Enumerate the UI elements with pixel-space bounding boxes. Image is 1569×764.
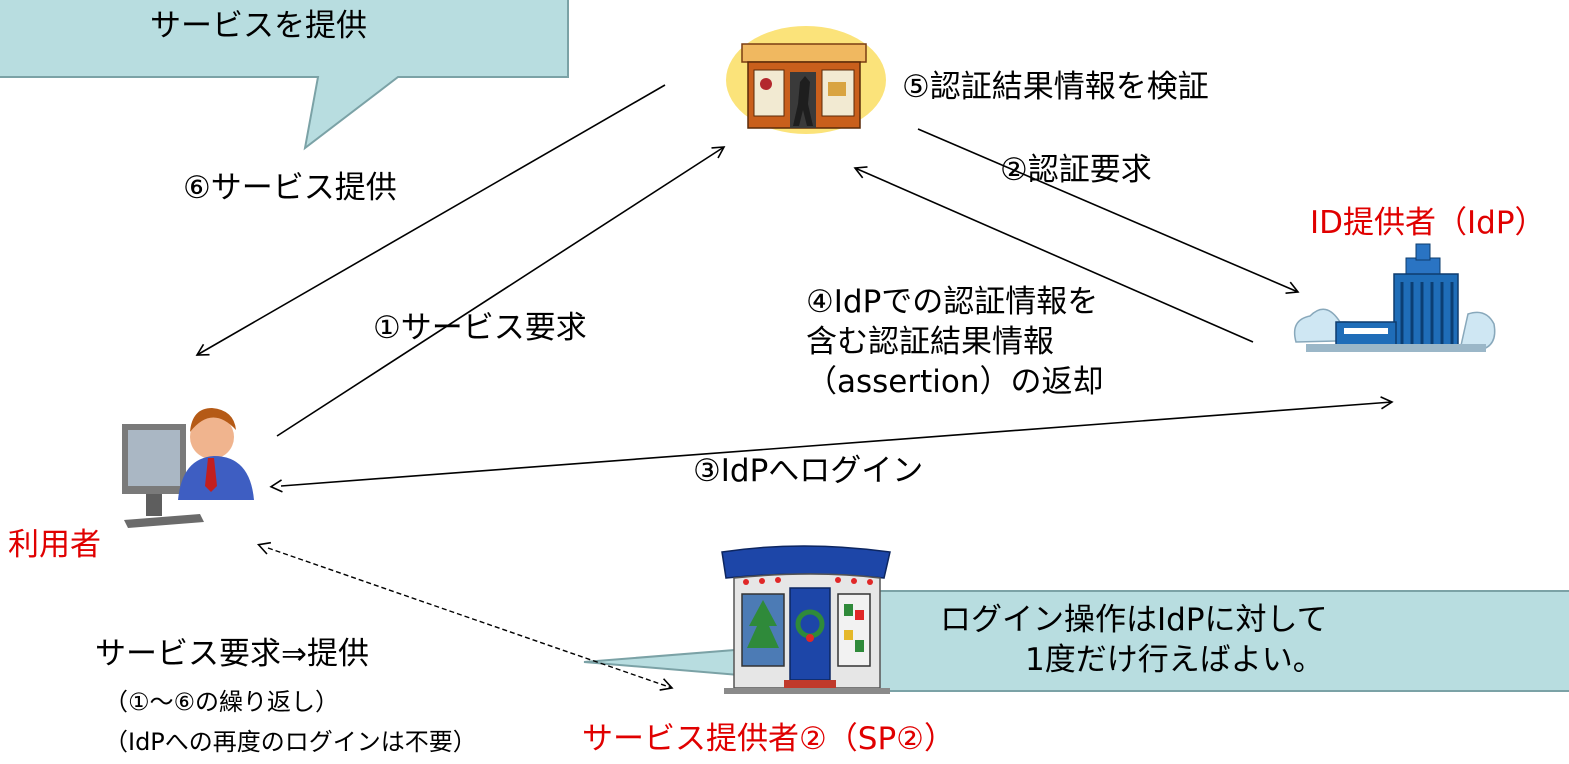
callout-top-left-text: サービスを提供 bbox=[150, 8, 367, 44]
step2-label: ②認証要求 bbox=[1000, 152, 1152, 188]
step6-label: ⑥サービス提供 bbox=[183, 170, 397, 206]
repeat-note-line2: （①～⑥の繰り返し） bbox=[104, 688, 340, 716]
repeat-note-title: サービス要求⇒提供 bbox=[95, 636, 369, 672]
arrow-step3 bbox=[269, 396, 1394, 493]
arrow-step4 bbox=[853, 166, 1254, 343]
repeat-note-line3: （IdPへの再度のログインは不要） bbox=[104, 728, 477, 756]
shop-icon bbox=[721, 545, 891, 694]
user-computer-icon bbox=[122, 408, 254, 528]
building-icon bbox=[1293, 243, 1496, 352]
sp2-label: サービス提供者②（SP②） bbox=[582, 721, 955, 757]
step4-label-line2: 含む認証結果情報 bbox=[806, 324, 1054, 360]
step5-label: ⑤認証結果情報を検証 bbox=[902, 69, 1209, 105]
arrow-repeat bbox=[256, 541, 674, 691]
step1-label: ①サービス要求 bbox=[373, 310, 587, 346]
arrow-step6 bbox=[195, 84, 666, 356]
step4-label-line3: （assertion）の返却 bbox=[806, 364, 1104, 400]
step3-label: ③IdPへログイン bbox=[693, 453, 924, 489]
idp-label: ID提供者（IdP） bbox=[1310, 205, 1546, 241]
callout-bottom-right-line2: 1度だけ行えばよい。 bbox=[1025, 642, 1324, 678]
user-label: 利用者 bbox=[8, 527, 101, 563]
store-icon bbox=[726, 26, 886, 134]
arrow-step1 bbox=[276, 146, 726, 437]
callout-bottom-right-line1: ログイン操作はIdPに対して bbox=[940, 602, 1328, 638]
arrow-step2 bbox=[917, 128, 1300, 294]
callout-top-left bbox=[0, 0, 569, 151]
step4-label-line1: ④IdPでの認証情報を bbox=[806, 284, 1099, 320]
